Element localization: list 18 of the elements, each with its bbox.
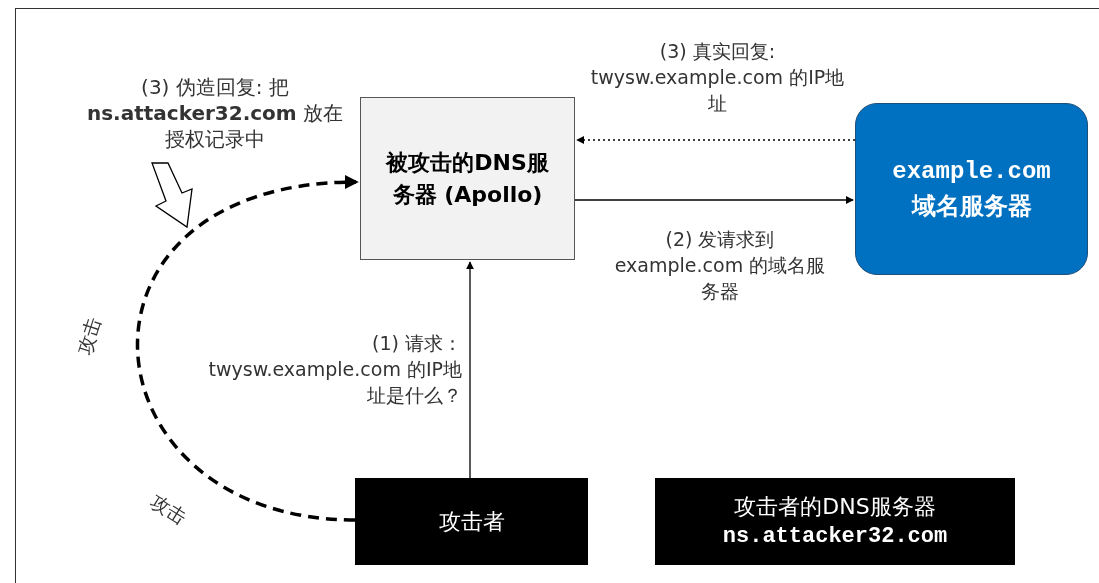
arrow bbox=[135, 176, 359, 522]
arrow bbox=[576, 136, 856, 144]
arrow bbox=[574, 196, 854, 204]
arrow bbox=[466, 261, 474, 479]
attack-label: 攻击 bbox=[71, 313, 107, 359]
server-box bbox=[360, 97, 575, 260]
node-text: 攻击者 bbox=[438, 508, 505, 536]
node-text: ns.attacker32.com bbox=[722, 522, 948, 551]
node-text: (3) 伪造回复: 把 ns.attacker32.com 放在授权记录中 bbox=[85, 74, 345, 152]
node-text: 域名服务器 bbox=[911, 191, 1032, 222]
server-box bbox=[855, 103, 1088, 275]
attacker-box bbox=[355, 478, 588, 565]
node-text: example.com bbox=[892, 157, 1051, 187]
attack-label: 攻击 bbox=[146, 488, 193, 531]
node-text: 攻击者的DNS服务器 bbox=[734, 492, 936, 521]
node-text: 被攻击的DNS服务器 (Apollo) bbox=[384, 148, 550, 209]
server-box bbox=[655, 478, 1015, 565]
hollow-arrow bbox=[151, 162, 193, 229]
